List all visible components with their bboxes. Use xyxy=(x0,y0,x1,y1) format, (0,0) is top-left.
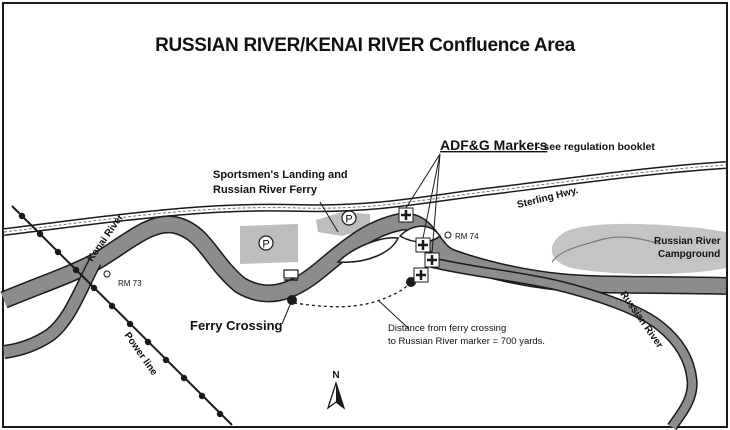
rm73-point xyxy=(103,270,111,278)
rm74-label: RM 74 xyxy=(455,232,479,241)
sterling-highway-center xyxy=(3,164,727,233)
ferry-crossing-label: Ferry Crossing xyxy=(190,318,283,333)
power-line xyxy=(11,205,233,426)
river-island xyxy=(336,237,400,263)
parking-icon: P xyxy=(258,235,274,251)
adfg-leader-1 xyxy=(405,153,441,209)
adfg-markers-label: ADF&G Markers xyxy=(440,137,548,153)
kenai-river-branch xyxy=(3,259,100,358)
map-title: RUSSIAN RIVER/KENAI RIVER Confluence Are… xyxy=(155,35,576,56)
sportsmens-leader xyxy=(319,201,339,233)
parking-icon: P xyxy=(341,210,357,226)
russian-river xyxy=(429,258,697,430)
sportsmens-label-line2: Russian River Ferry xyxy=(213,184,318,196)
svg-text:N: N xyxy=(332,370,339,381)
marker-cross-icon xyxy=(413,267,429,283)
adfg-leader-2 xyxy=(422,153,441,239)
marker-cross-icon xyxy=(424,252,440,268)
rm74-point xyxy=(444,231,452,239)
north-arrow-icon: N xyxy=(326,370,346,410)
ferry-icon xyxy=(283,269,299,281)
distance-label-line2: to Russian River marker = 700 yards. xyxy=(388,336,545,347)
marker-cross-icon xyxy=(398,207,414,223)
power-line-poles xyxy=(18,212,224,418)
adfg-note-label: - see regulation booklet xyxy=(537,141,655,153)
ferry-crossing-leader xyxy=(281,299,293,325)
marker-cross-icon xyxy=(415,237,431,253)
sportsmens-label-line1: Sportsmen's Landing and xyxy=(213,169,348,181)
campground-road xyxy=(551,236,661,263)
adfg-leader-3 xyxy=(431,153,441,254)
distance-label-line1: Distance from ferry crossing xyxy=(388,323,506,334)
svg-text:P: P xyxy=(345,214,352,226)
campground-label-line2: Campground xyxy=(658,249,720,260)
distance-line xyxy=(293,283,410,308)
rm73-label: RM 73 xyxy=(118,279,142,288)
distance-leader xyxy=(377,299,409,329)
campground-label-line1: Russian River xyxy=(654,236,721,247)
svg-text:P: P xyxy=(262,239,269,251)
campground-area xyxy=(551,223,726,274)
